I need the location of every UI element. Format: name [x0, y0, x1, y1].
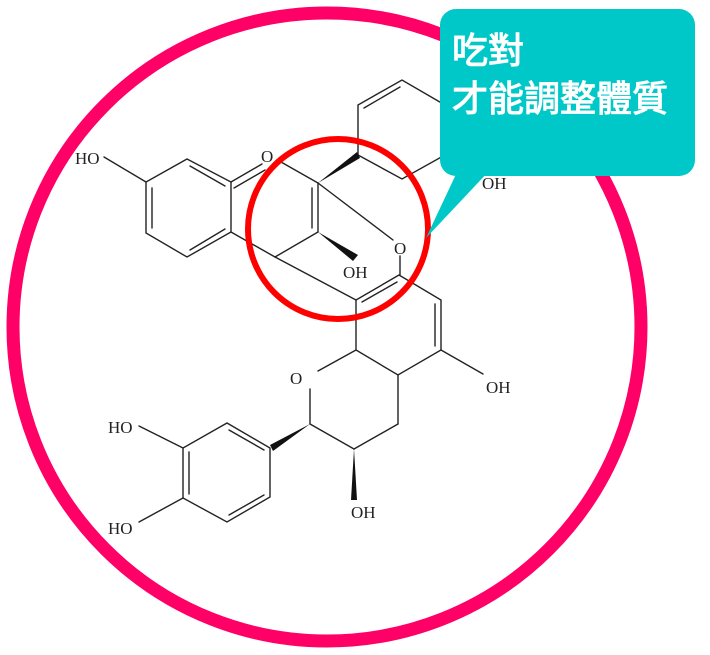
o-label: O: [261, 147, 273, 166]
callout-subline: 才能調整體質: [452, 78, 669, 120]
highlight-red-ring: [245, 136, 431, 322]
ho-label: HO: [108, 519, 133, 538]
ho-label: HO: [75, 149, 100, 168]
o-label: O: [290, 369, 302, 388]
outer-pink-ring: [6, 6, 648, 648]
molecule-structure: [103, 79, 484, 523]
oh-label: OH: [482, 174, 507, 193]
oh-label: OH: [486, 378, 511, 397]
ho-label: HO: [108, 418, 133, 437]
callout-tail: [426, 170, 490, 238]
o-label: O: [394, 239, 406, 258]
speech-bubble-callout: 吃對 才能調整體質: [440, 9, 695, 176]
callout-headline: 吃對: [452, 30, 525, 72]
wedge-bonds: [270, 152, 360, 500]
atom-labels: HO O OH OH O O OH HO HO OH: [75, 147, 511, 538]
oh-label: OH: [343, 263, 368, 282]
oh-label: OH: [351, 503, 376, 522]
